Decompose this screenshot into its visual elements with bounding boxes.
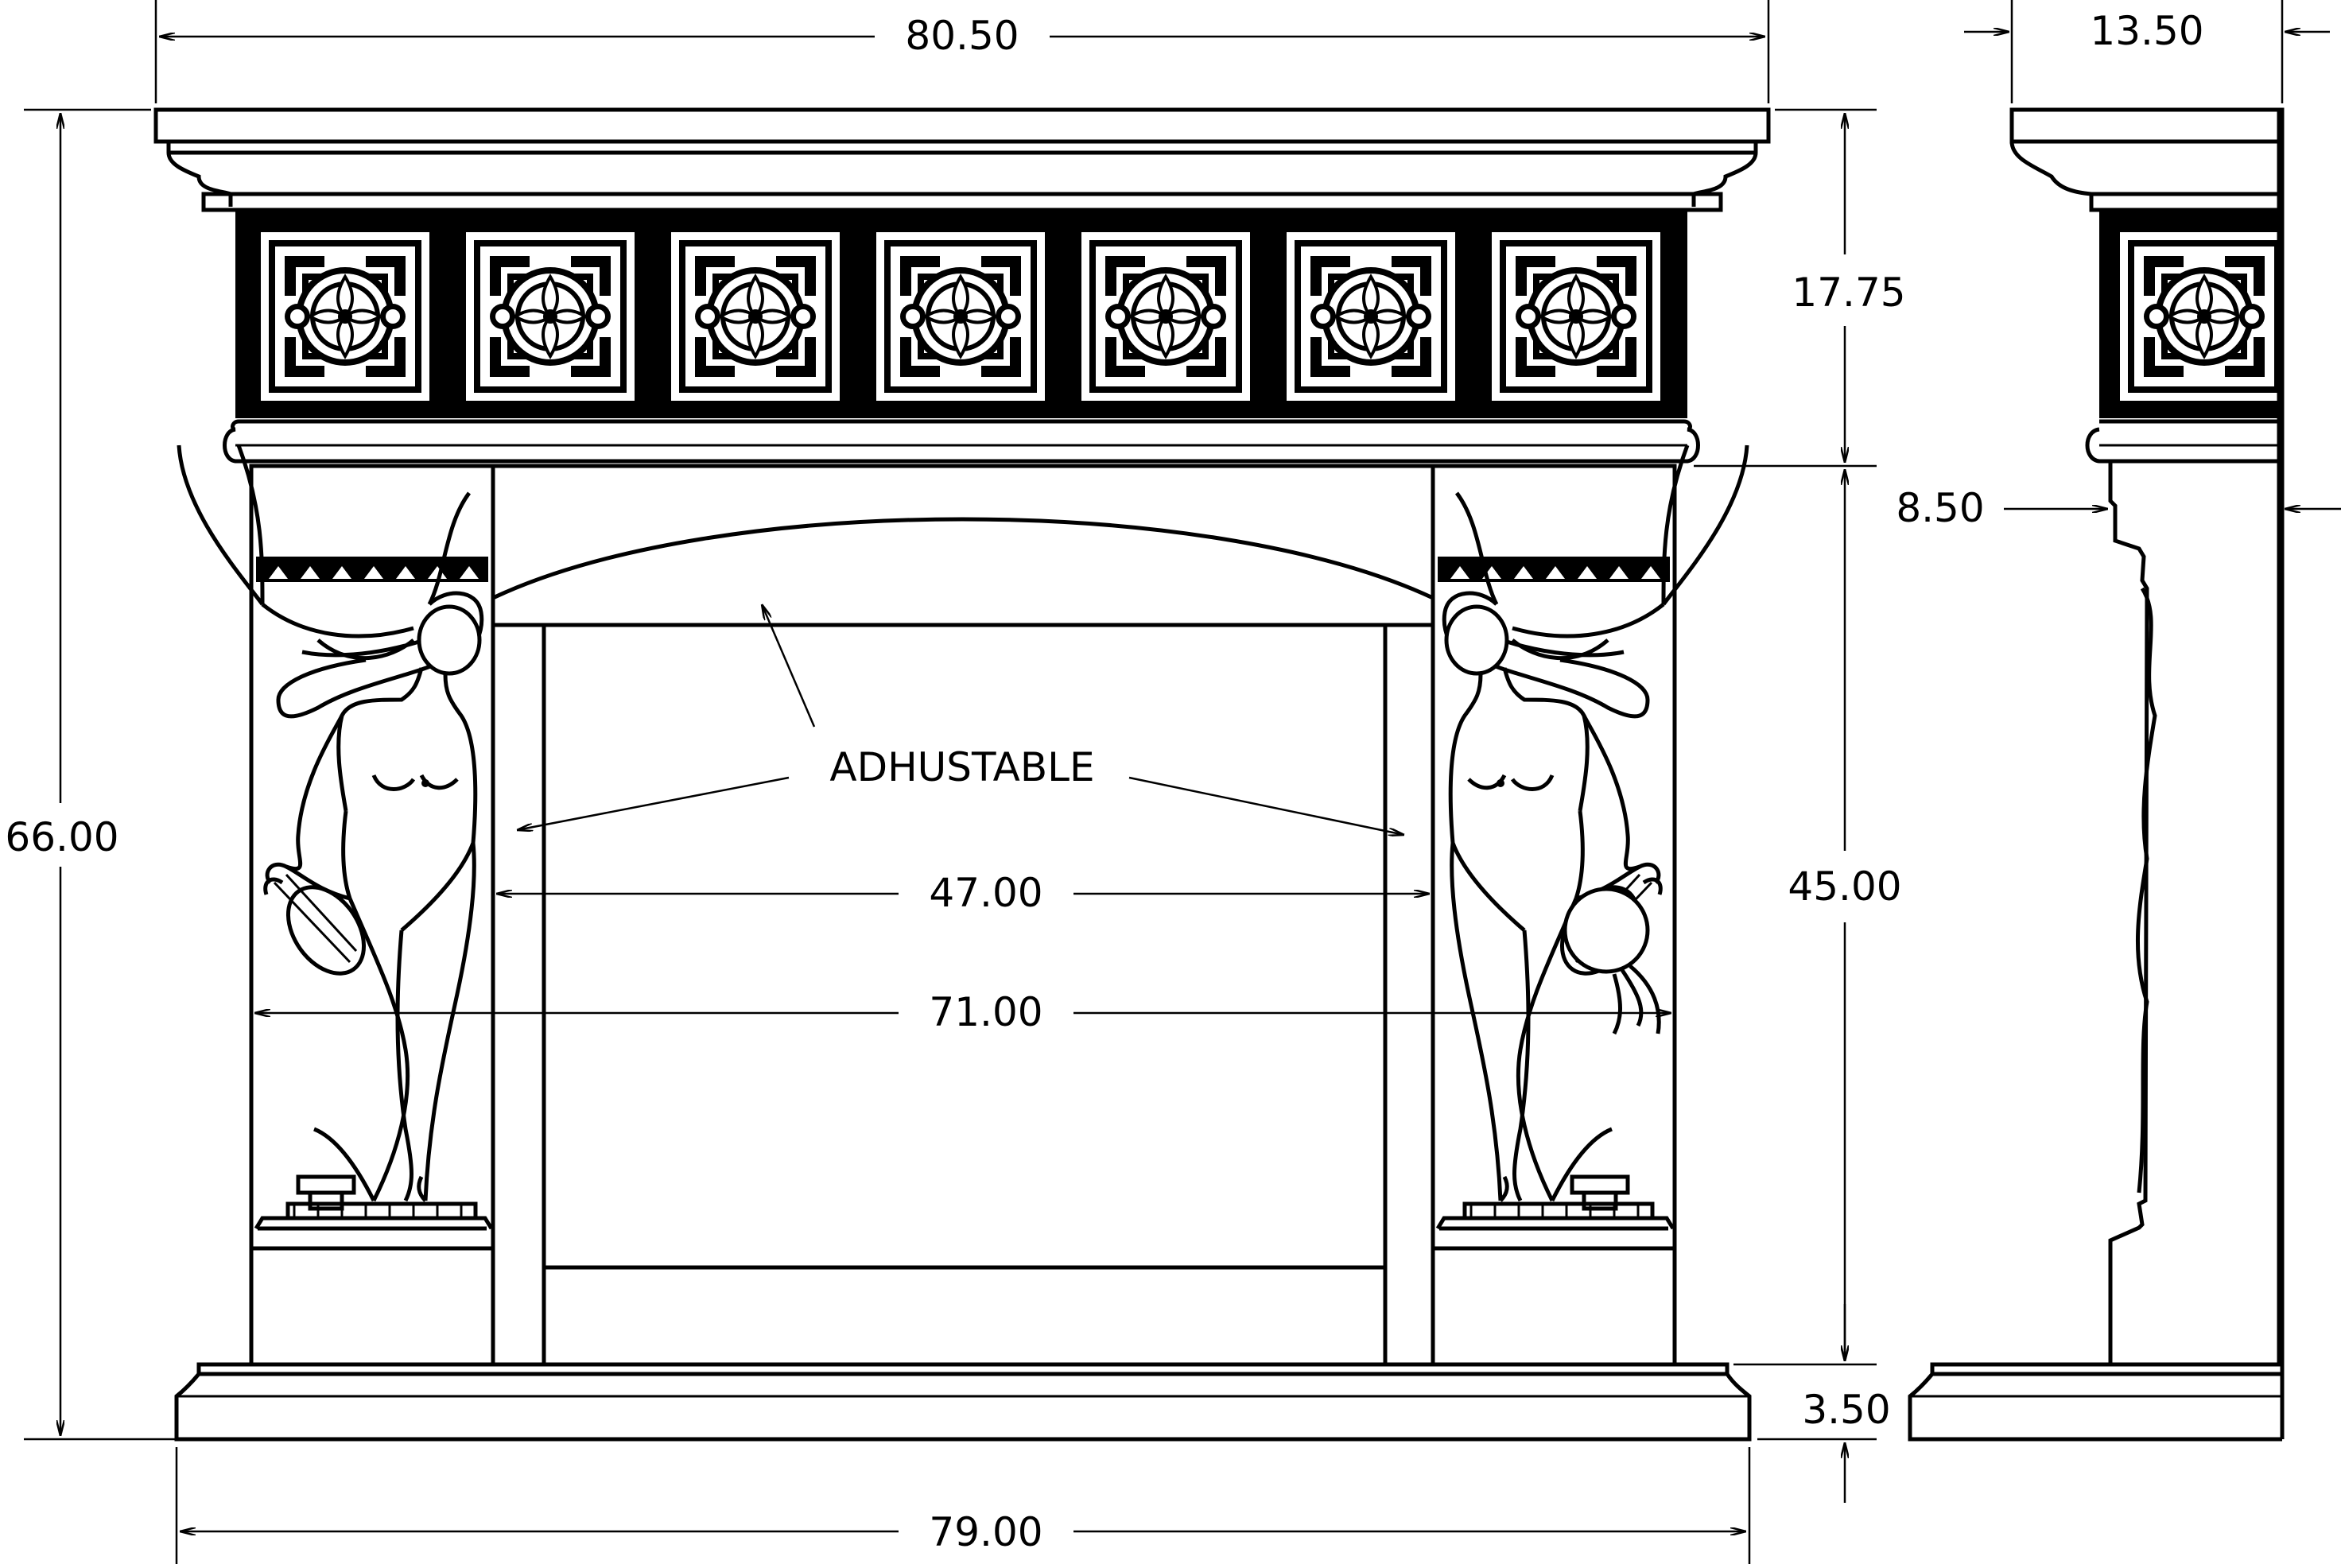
- dim-overall-height: 66.00: [5, 814, 118, 860]
- dim-base-width: 79.00: [929, 1509, 1042, 1555]
- dim-hearth-height: 3.50: [1802, 1387, 1890, 1433]
- adjustable-note: ADHUSTABLE: [829, 744, 1094, 790]
- dim-outer-opening-width: 71.00: [929, 989, 1042, 1035]
- dim-opening-height: 45.00: [1788, 864, 1901, 910]
- dim-inner-opening-width: 47.00: [929, 870, 1042, 916]
- dim-side-depth: 13.50: [2090, 8, 2203, 54]
- dim-top-width: 80.50: [905, 13, 1019, 59]
- dim-side-inset: 8.50: [1896, 485, 1984, 531]
- dim-frieze-height: 17.75: [1792, 270, 1905, 316]
